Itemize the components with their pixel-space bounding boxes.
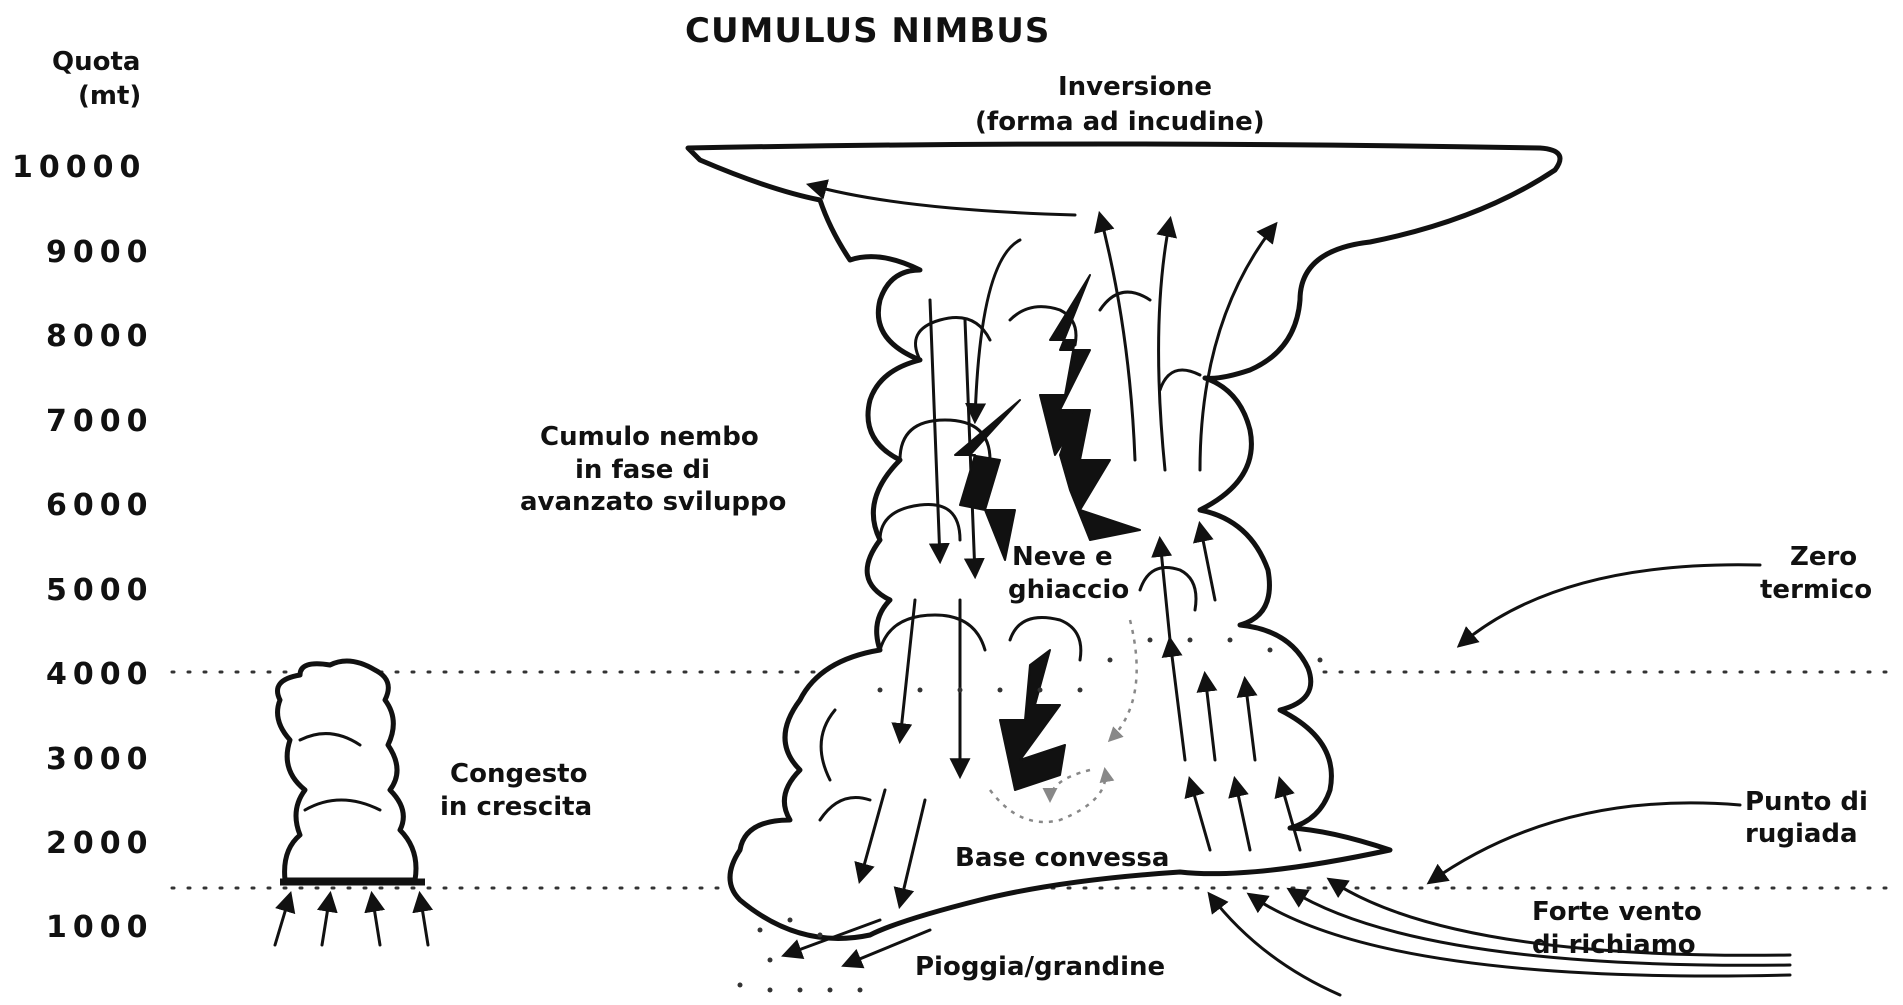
- axis-title-quota: Quota: [52, 47, 140, 77]
- tick-label: 1000: [46, 910, 154, 945]
- label-di-richiamo: di richiamo: [1532, 930, 1696, 960]
- label-ghiaccio: ghiaccio: [1008, 575, 1129, 605]
- label-cumulo-nembo-2: in fase di: [575, 455, 710, 485]
- punto-rugiada-pointer: [1430, 803, 1740, 882]
- tick-label: 5000: [46, 573, 154, 608]
- label-neve: Neve e: [1012, 542, 1113, 572]
- tick-label: 10000: [12, 150, 146, 185]
- label-inversione-sub: (forma ad incudine): [975, 107, 1265, 137]
- tick-label: 2000: [46, 826, 154, 861]
- label-termico: termico: [1760, 575, 1872, 605]
- tick-label: 7000: [46, 404, 154, 439]
- tick-label: 4000: [46, 657, 154, 692]
- label-inversione: Inversione: [1058, 72, 1212, 102]
- tick-label: 6000: [46, 488, 154, 523]
- label-in-crescita: in crescita: [440, 792, 592, 822]
- altitude-axis-ticks: 10000 9000 8000 7000 6000 5000 4000 3000…: [12, 150, 154, 945]
- congestus-updraft-arrow: [275, 895, 290, 945]
- axis-title-unit: (mt): [78, 81, 141, 111]
- tick-label: 3000: [46, 742, 154, 777]
- tick-label: 8000: [46, 319, 154, 354]
- diagram-title: CUMULUS NIMBUS: [685, 11, 1050, 51]
- label-cumulo-nembo: Cumulo nembo: [540, 422, 759, 452]
- label-congesto: Congesto: [450, 759, 587, 789]
- label-zero: Zero: [1790, 542, 1857, 572]
- tick-label: 9000: [46, 235, 154, 270]
- zero-termico-pointer: [1460, 565, 1760, 645]
- label-forte-vento: Forte vento: [1532, 897, 1702, 927]
- congestus-cloud-outline: [278, 661, 417, 880]
- label-base-convessa: Base convessa: [955, 843, 1169, 873]
- congestus-updraft-arrow: [420, 895, 428, 945]
- congestus-updraft-arrow: [372, 895, 380, 945]
- label-cumulo-nembo-3: avanzato sviluppo: [520, 487, 786, 517]
- congestus-updraft-arrow: [322, 895, 330, 945]
- label-pioggia-grandine: Pioggia/grandine: [915, 952, 1165, 982]
- label-rugiada: rugiada: [1745, 819, 1858, 849]
- label-punto-di: Punto di: [1745, 787, 1868, 817]
